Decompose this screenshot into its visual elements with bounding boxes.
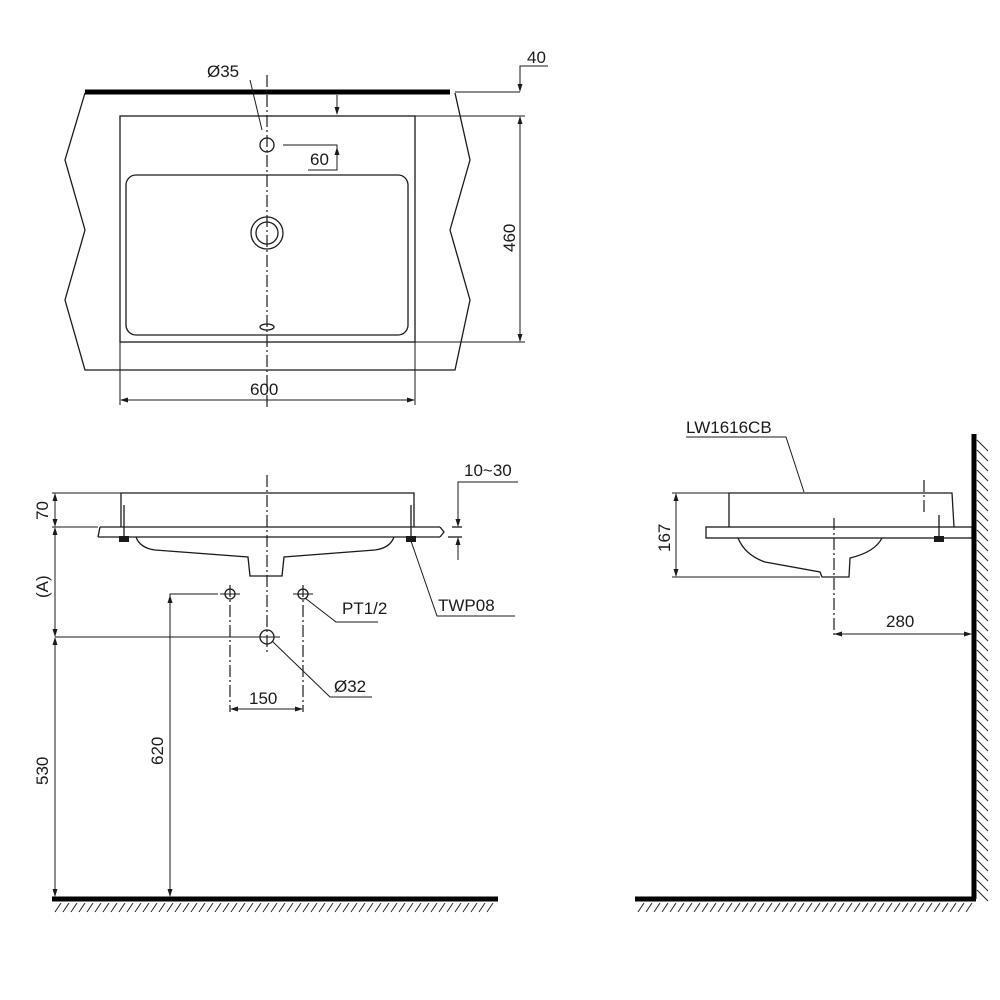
tap-hole-offset-label: 60	[310, 150, 329, 169]
tap-hole-diameter-label: Ø35	[207, 62, 239, 81]
wall-to-drain-label: 280	[886, 612, 914, 631]
supply-spacing-label: 150	[249, 689, 277, 708]
side-basin-rim	[728, 492, 955, 528]
model-label: LW1616CB	[686, 418, 772, 437]
width-label: 600	[250, 380, 278, 399]
height-a-label: (A)	[33, 575, 52, 598]
drain-height-label: 530	[33, 757, 52, 785]
counter-slab	[97, 526, 440, 538]
depth-label: 460	[500, 224, 519, 252]
bracket-model-label: TWP08	[438, 596, 495, 615]
side-floor-hatch	[637, 902, 973, 913]
basin-outer	[119, 115, 416, 343]
front-view: 70 10~30 (A) PT1/2 TWP08 Ø32 150 530 620	[33, 461, 518, 913]
wall-hatch	[976, 439, 989, 902]
side-counter-slab	[705, 526, 973, 539]
supply-height-label: 620	[148, 737, 167, 765]
bracket-left	[119, 505, 129, 542]
counter-thickness-label: 40	[527, 48, 546, 67]
twp-leader	[410, 540, 515, 617]
drain-leader	[271, 640, 372, 698]
basin-rim	[120, 492, 415, 527]
pt-leader	[304, 597, 378, 623]
basin-height-label: 70	[33, 501, 52, 520]
floor-hatch	[54, 902, 494, 913]
drain-diameter-label: Ø32	[334, 677, 366, 696]
countertop-outline	[64, 92, 471, 371]
supply-thread-label: PT1/2	[342, 599, 387, 618]
side-bowl-profile	[737, 537, 883, 578]
basin-bowl-profile	[135, 536, 395, 577]
bracket-right	[406, 505, 416, 542]
counter-range-label: 10~30	[464, 461, 512, 480]
total-height-label: 167	[655, 524, 674, 552]
top-view: Ø35 60 40 460 600	[64, 48, 548, 410]
side-view: LW1616CB 167 280	[635, 418, 989, 913]
